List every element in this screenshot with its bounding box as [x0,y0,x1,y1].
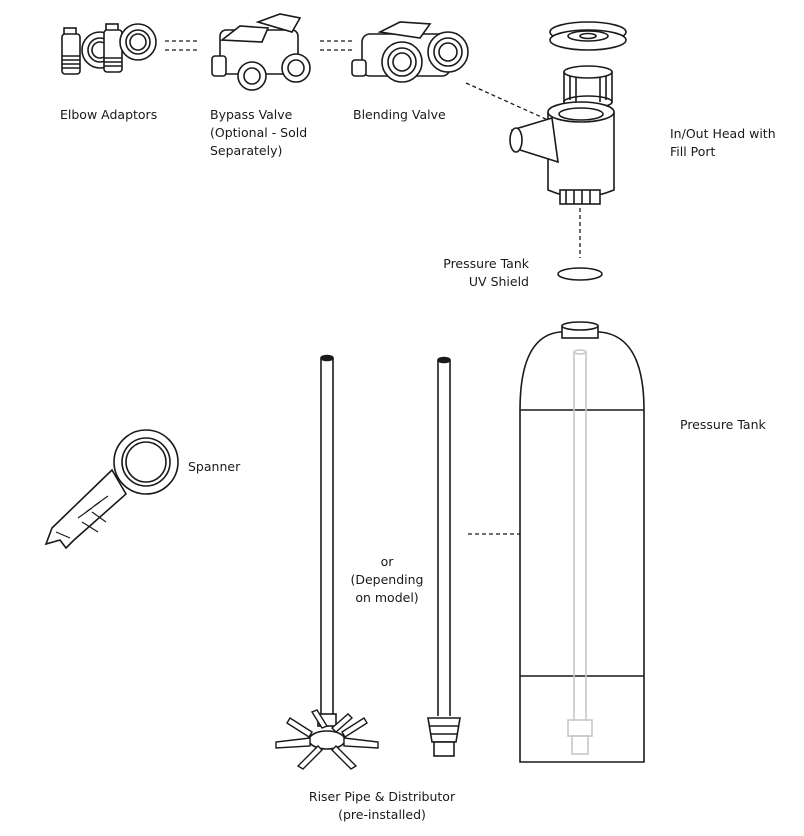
label-spanner: Spanner [188,459,241,474]
label-bypass-valve: Bypass Valve (Optional - Sold Separately… [210,107,308,158]
spanner-drawing [44,429,179,550]
label-riser-pipe: Riser Pipe & Distributor (pre-installed) [308,789,456,822]
label-uv-shield: Pressure Tank UV Shield [443,256,529,289]
label-elbow-adaptors: Elbow Adaptors [60,107,158,122]
label-or-note: or (Depending on model) [350,554,424,605]
label-blending-valve: Blending Valve [353,107,446,122]
uv-shield-ring [557,267,603,281]
riser-pipe-basket-drawing [427,356,461,757]
label-head: In/Out Head with Fill Port [670,126,776,159]
elbow-adaptors-drawing [61,23,157,75]
riser-pipe-distributor-drawing [275,354,379,770]
label-pressure-tank: Pressure Tank [680,417,766,432]
connector-lines [165,40,581,535]
pressure-tank-drawing [519,321,645,763]
blending-valve-drawing [351,21,469,83]
head-drawing [509,21,627,205]
bypass-valve-drawing [211,13,311,91]
